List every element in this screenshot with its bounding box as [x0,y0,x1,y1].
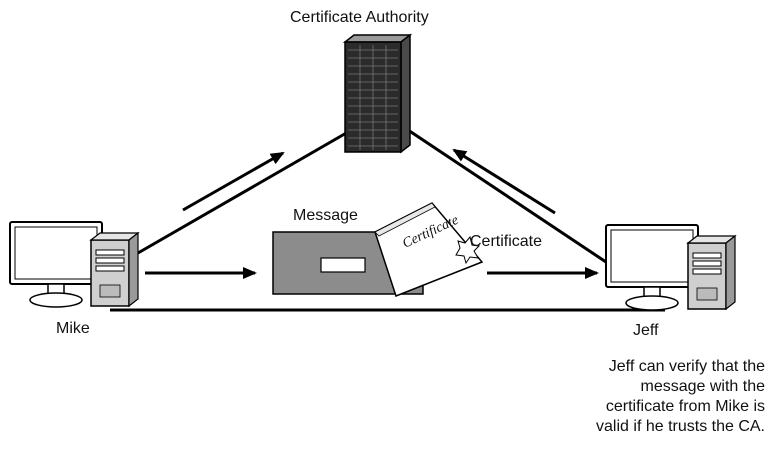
arrow-jeff-to-ca [452,148,556,215]
server-rack-icon [342,33,413,154]
edge-ca-to-jeff [404,126,613,268]
arrow-mike-to-ca [182,151,285,212]
desktop-computer-icon [9,221,140,308]
note-line: message with the [640,378,765,395]
certificate-label: Certificate [470,233,543,250]
note-line: valid if he trusts the CA. [596,418,765,435]
verification-note: Jeff can verify that the message with th… [560,357,765,437]
edge-mike-to-ca [137,126,356,255]
jeff-label: Jeff [633,322,659,339]
mike-label: Mike [56,320,90,337]
note-line: certificate from Mike is [605,398,765,415]
note-line: Jeff can verify that the [608,358,765,375]
desktop-computer-icon [605,224,737,311]
message-label: Message [293,207,358,224]
certificate-icon: Certificate [374,202,484,297]
seal-icon [455,235,481,265]
ca-label: Certificate Authority [290,9,429,26]
